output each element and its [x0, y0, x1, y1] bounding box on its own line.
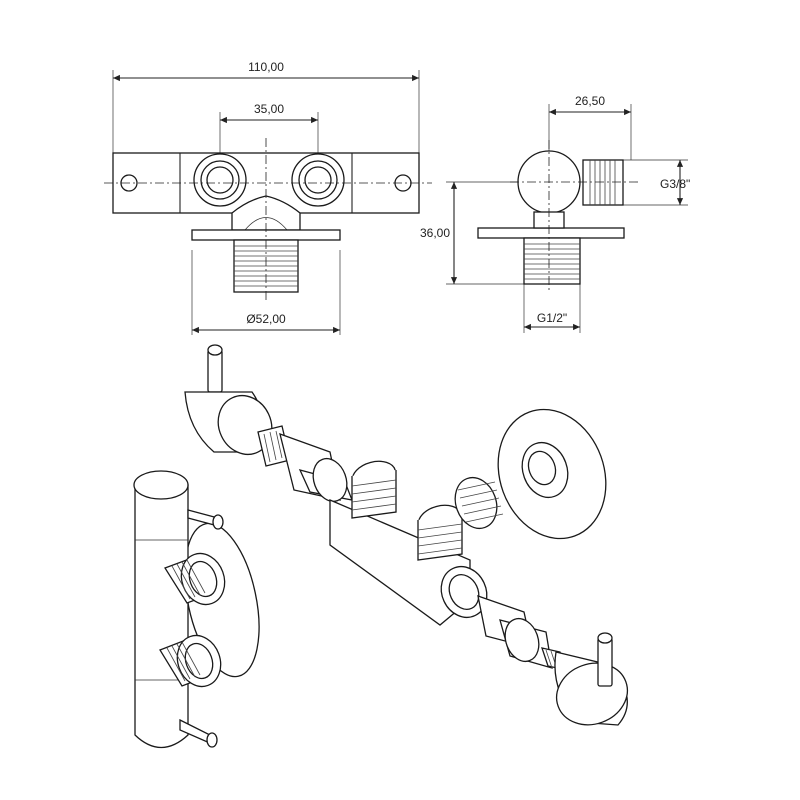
- exploded-view: [184, 344, 629, 726]
- front-view: 110,00 35,00 Ø52,00: [104, 60, 432, 335]
- side-outlet-thread: [589, 160, 616, 205]
- height-label: 36,00: [420, 226, 450, 240]
- assembled-upper-outlet: [164, 552, 226, 606]
- port-spacing-label: 35,00: [254, 102, 284, 116]
- assembled-lower-outlet: [159, 634, 222, 688]
- exploded-bottom-handle: [554, 632, 629, 726]
- exploded-bottom-cartridge: [477, 595, 567, 671]
- exploded-top-handle: [184, 344, 273, 455]
- exploded-manifold: [329, 460, 504, 626]
- side-view: 26,50 36,00 G3/8" G1/2": [420, 94, 690, 333]
- side-shank-thread: [524, 243, 580, 280]
- large-thread-label: G1/2": [537, 311, 567, 325]
- small-thread-label: G3/8": [660, 177, 690, 191]
- side-offset-label: 26,50: [575, 94, 605, 108]
- flange-diameter-label: Ø52,00: [246, 312, 286, 326]
- assembled-view: [133, 470, 260, 748]
- overall-width-label: 110,00: [248, 60, 284, 74]
- exploded-top-cartridge: [257, 425, 354, 503]
- right-port: [291, 153, 345, 207]
- exploded-rosette: [497, 408, 607, 540]
- left-port: [193, 153, 247, 207]
